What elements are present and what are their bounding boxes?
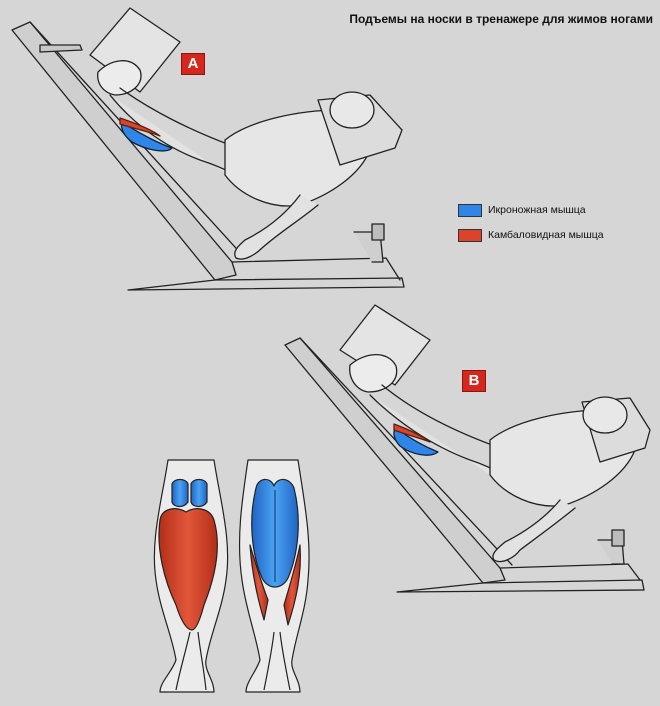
legend-label-gastrocnemius: Икроножная мышца	[488, 204, 586, 216]
page-title: Подъемы на носки в тренажере для жимов н…	[349, 12, 653, 26]
position-b-badge: B	[462, 370, 486, 392]
legend-swatch-soleus	[458, 228, 482, 242]
position-a-badge: A	[181, 53, 205, 75]
anatomy-calf-left	[153, 459, 229, 693]
legend-label-soleus: Камбаловидная мышца	[488, 229, 604, 241]
figure-a-leg-press	[11, 7, 405, 291]
legend-item-soleus: Камбаловидная мышца	[458, 227, 604, 243]
anatomy-calf-right	[238, 459, 310, 693]
legend-item-gastrocnemius: Икроножная мышца	[458, 202, 586, 218]
legend-swatch-gastrocnemius	[458, 203, 482, 217]
figure-b-leg-press	[284, 304, 651, 593]
